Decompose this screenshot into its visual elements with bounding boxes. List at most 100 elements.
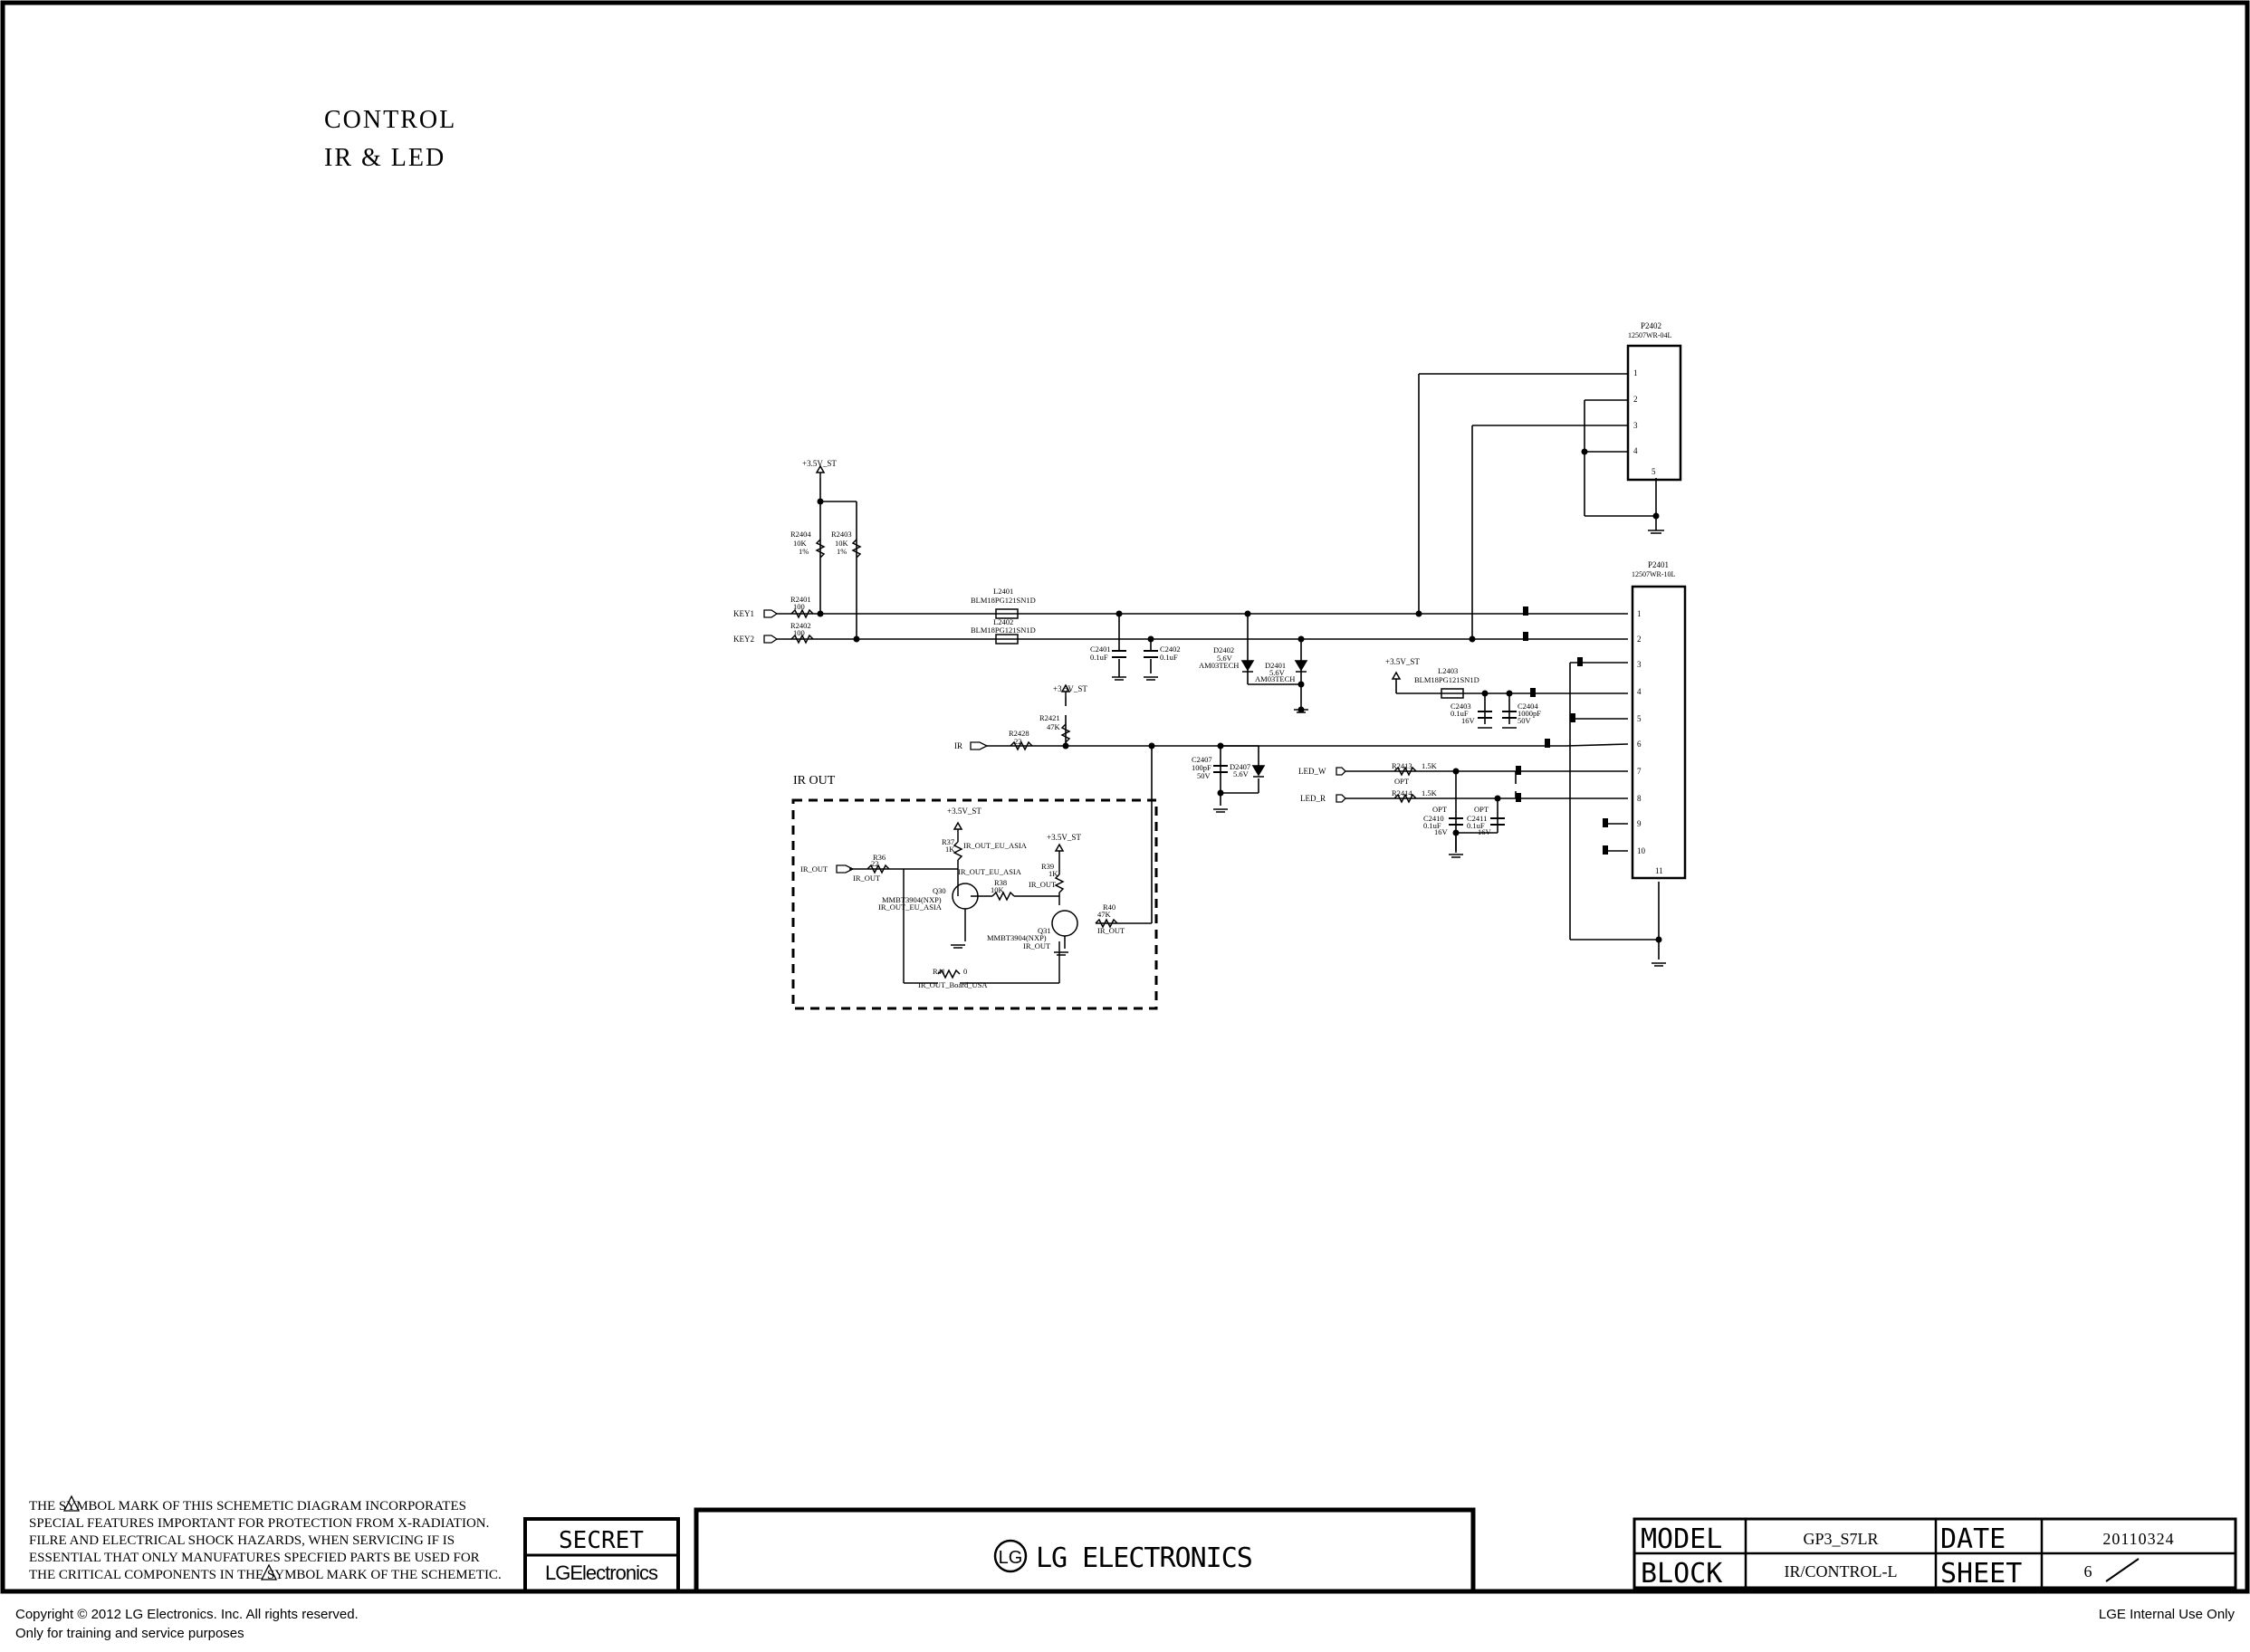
svg-text:4: 4	[1633, 446, 1638, 455]
svg-text:+3.5V_ST: +3.5V_ST	[802, 459, 837, 468]
svg-text:C2403: C2403	[1451, 702, 1471, 711]
ir-out-port-label: IR_OUT	[800, 864, 828, 874]
block-label: BLOCK	[1641, 1558, 1722, 1590]
svg-text:R40: R40	[1103, 902, 1115, 912]
ir-label: IR	[954, 741, 962, 750]
brand-logo-text: LG ELECTRONICS	[1036, 1542, 1252, 1574]
connector-p2401	[1631, 585, 1687, 880]
led-w-label: LED_W	[1298, 767, 1326, 776]
svg-text:+3.5V_ST: +3.5V_ST	[1053, 684, 1087, 693]
svg-text:50V: 50V	[1518, 716, 1532, 725]
svg-text:7: 7	[1637, 767, 1642, 776]
svg-text:IR_OUT_Board_USA: IR_OUT_Board_USA	[918, 980, 988, 989]
svg-text:1%: 1%	[799, 547, 809, 556]
svg-text:R2413: R2413	[1392, 761, 1412, 770]
svg-text:0.1uF: 0.1uF	[1423, 821, 1441, 830]
p2402-pins: 1 2 3 4 5	[1633, 368, 1656, 476]
svg-text:MMBT3904(NXP): MMBT3904(NXP)	[987, 933, 1047, 942]
svg-text:R36: R36	[873, 853, 886, 862]
svg-text:C2410: C2410	[1423, 814, 1444, 823]
ir-out-circuit	[849, 860, 1078, 984]
model-value: GP3_S7LR	[1803, 1530, 1878, 1548]
svg-text:5: 5	[1637, 714, 1642, 723]
svg-text:IR_OUT: IR_OUT	[1029, 880, 1057, 889]
svg-text:1: 1	[1633, 368, 1638, 377]
svg-text:R2414: R2414	[1392, 788, 1412, 797]
svg-text:100pF: 100pF	[1192, 763, 1211, 772]
title-control: CONTROL	[324, 106, 456, 134]
svg-text:47K: 47K	[1047, 722, 1061, 731]
svg-text:AM03TECH: AM03TECH	[1199, 661, 1239, 670]
date-value: 20110324	[2102, 1530, 2174, 1548]
internal-use-text: LGE Internal Use Only	[2098, 1607, 2235, 1622]
svg-text:50V: 50V	[1197, 771, 1211, 780]
copyright-text: Copyright © 2012 LG Electronics. Inc. Al…	[15, 1607, 359, 1622]
svg-text:+3.5V_ST: +3.5V_ST	[1385, 657, 1420, 666]
svg-text:11: 11	[1655, 866, 1663, 875]
resistors	[790, 539, 1417, 979]
svg-text:16V: 16V	[1434, 827, 1449, 836]
svg-text:R2401: R2401	[790, 595, 811, 604]
svg-text:BLM18PG121SN1D: BLM18PG121SN1D	[1414, 675, 1479, 684]
p2402-ref: P2402	[1641, 321, 1661, 330]
svg-text:C2411: C2411	[1467, 814, 1487, 823]
title-ir-led: IR & LED	[324, 144, 445, 172]
svg-text:16V: 16V	[1478, 827, 1492, 836]
capacitors	[1112, 650, 1517, 826]
lg-logo-icon	[993, 1539, 1028, 1573]
svg-text:SPECIAL FEATURES IMPORTANT FOR: SPECIAL FEATURES IMPORTANT FOR PROTECTIO…	[29, 1516, 489, 1531]
svg-text:8: 8	[1637, 794, 1642, 803]
svg-text:R2421: R2421	[1039, 713, 1060, 722]
svg-text:10K: 10K	[835, 539, 849, 548]
svg-text:R37: R37	[942, 837, 954, 846]
svg-text:5.6V: 5.6V	[1269, 668, 1286, 677]
diodes	[1240, 660, 1308, 778]
connector-p2402	[1626, 344, 1682, 482]
svg-text:5.6V: 5.6V	[1233, 769, 1249, 778]
ir-out-box	[791, 798, 1158, 1010]
ir-out-section-label: IR OUT	[793, 774, 836, 788]
svg-text:1: 1	[1637, 609, 1642, 618]
svg-text:OPT: OPT	[1474, 805, 1489, 814]
net-labels: KEY1 KEY2 IR LED_W LED_R +3.5V_ST +3.5V_…	[733, 459, 1420, 842]
brand-small: LGElectronics	[545, 1561, 658, 1584]
svg-text:IR_OUT_EU_ASIA: IR_OUT_EU_ASIA	[963, 841, 1028, 850]
svg-text:C2404: C2404	[1518, 702, 1538, 711]
svg-text:47K: 47K	[1097, 910, 1112, 919]
svg-text:IR_OUT_EU_ASIA: IR_OUT_EU_ASIA	[878, 902, 943, 912]
svg-text:1.5K: 1.5K	[1422, 788, 1438, 797]
svg-text:Q30: Q30	[933, 886, 946, 895]
svg-text:BLM18PG121SN1D: BLM18PG121SN1D	[971, 625, 1036, 635]
svg-text:IR_OUT: IR_OUT	[1097, 926, 1125, 935]
led-r-label: LED_R	[1300, 794, 1326, 803]
svg-text:5.6V: 5.6V	[1217, 654, 1233, 663]
svg-text:R2428: R2428	[1009, 729, 1029, 738]
svg-text:ESSENTIAL THAT ONLY MANUFATURE: ESSENTIAL THAT ONLY MANUFATURES SPECFIED…	[29, 1551, 480, 1565]
warning-triangle-icon	[62, 1494, 278, 1580]
svg-text:100: 100	[793, 602, 805, 611]
svg-text:10K: 10K	[991, 885, 1005, 894]
junctions	[817, 448, 1662, 943]
svg-text:2: 2	[1633, 395, 1638, 404]
svg-text:L2402: L2402	[993, 617, 1013, 626]
key1-label: KEY1	[733, 609, 754, 618]
circuit	[777, 373, 1660, 960]
ferrite-beads	[995, 608, 1464, 699]
svg-text:C2407: C2407	[1192, 755, 1212, 764]
svg-text:2: 2	[1637, 635, 1642, 644]
p2401-ref: P2401	[1648, 560, 1669, 569]
svg-text:R2404: R2404	[790, 530, 811, 539]
svg-text:D2401: D2401	[1265, 661, 1286, 670]
title-block	[523, 1507, 2237, 1594]
svg-text:D2402: D2402	[1213, 645, 1234, 654]
svg-text:IR_OUT: IR_OUT	[853, 874, 881, 883]
svg-text:BLM18PG121SN1D: BLM18PG121SN1D	[971, 596, 1036, 605]
svg-text:R2403: R2403	[831, 530, 852, 539]
svg-text:1%: 1%	[837, 547, 847, 556]
model-label: MODEL	[1641, 1523, 1722, 1555]
svg-text:L2403: L2403	[1438, 666, 1458, 675]
sheet-border	[0, 0, 2250, 1594]
svg-text:0.1uF: 0.1uF	[1160, 653, 1178, 662]
svg-text:C2401: C2401	[1090, 645, 1111, 654]
p2402-part: 12507WR-04L	[1628, 331, 1672, 339]
